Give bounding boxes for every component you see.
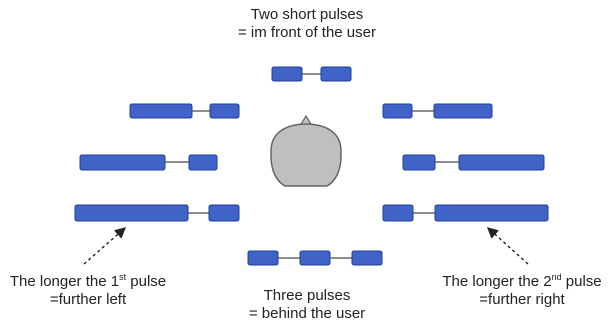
right-label-line1: The longer the 2nd pulse bbox=[432, 268, 612, 291]
pulse bbox=[209, 103, 240, 119]
pulse bbox=[247, 250, 279, 266]
left-pulse-pattern-2 bbox=[79, 154, 218, 171]
pulse bbox=[320, 66, 352, 82]
front-label-line1: Two short pulses bbox=[250, 6, 364, 23]
pulse bbox=[434, 204, 549, 222]
left-dashed-arrow bbox=[83, 227, 127, 265]
pulse bbox=[188, 154, 218, 171]
pulse bbox=[299, 250, 331, 266]
behind-label: Three pulses = behind the user bbox=[226, 287, 388, 323]
behind-pulse-pattern bbox=[247, 250, 383, 266]
pulse bbox=[351, 250, 383, 266]
pulse bbox=[382, 103, 413, 119]
right-label: The longer the 2nd pulse =further right bbox=[432, 268, 612, 309]
right-label-line2: =further right bbox=[479, 291, 565, 308]
left-label-prefix: The longer the 1 bbox=[9, 273, 120, 290]
right-label-superscript: nd bbox=[551, 272, 562, 282]
left-label-line1: The longer the 1st pulse bbox=[0, 268, 176, 291]
pulse bbox=[382, 204, 414, 222]
right-dashed-arrow bbox=[486, 227, 529, 265]
left-label-line2: =further left bbox=[49, 291, 127, 308]
pulse bbox=[271, 66, 303, 82]
pulse bbox=[402, 154, 436, 171]
pulse bbox=[79, 154, 166, 171]
pulse bbox=[208, 204, 240, 222]
left-pulse-pattern-1 bbox=[129, 103, 240, 119]
left-label-suffix: pulse bbox=[126, 273, 167, 290]
left-pulse-pattern-3 bbox=[74, 204, 240, 222]
right-label-prefix: The longer the 2 bbox=[442, 273, 552, 290]
right-pulse-pattern-3 bbox=[382, 204, 549, 222]
left-label: The longer the 1st pulse =further left bbox=[0, 268, 176, 309]
front-pulse-pattern bbox=[271, 66, 352, 82]
right-pulse-pattern-2 bbox=[402, 154, 545, 171]
behind-label-line1: Three pulses bbox=[263, 287, 351, 304]
left-label-superscript: st bbox=[119, 272, 127, 282]
user-head-icon bbox=[270, 114, 342, 187]
behind-label-line2: = behind the user bbox=[248, 305, 366, 322]
pulse bbox=[458, 154, 545, 171]
front-label: Two short pulses = im front of the user bbox=[222, 6, 392, 42]
right-pulse-pattern-1 bbox=[382, 103, 493, 119]
pulse bbox=[129, 103, 193, 119]
pulse bbox=[433, 103, 493, 119]
right-label-suffix: pulse bbox=[561, 273, 602, 290]
pulse bbox=[74, 204, 189, 222]
front-label-line2: = im front of the user bbox=[238, 24, 376, 41]
